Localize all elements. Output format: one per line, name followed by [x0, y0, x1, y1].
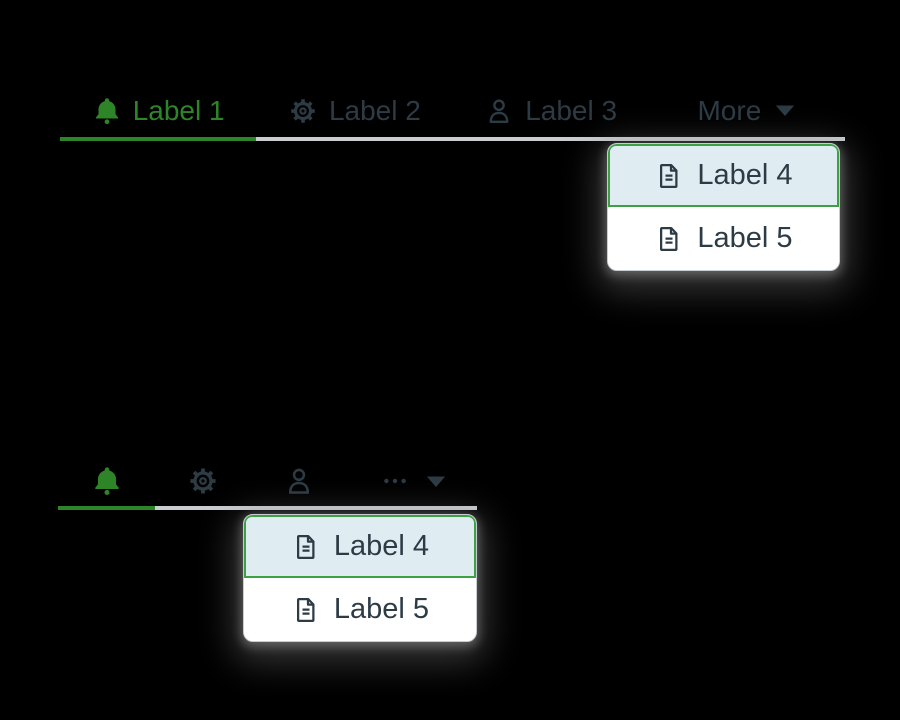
tab-divider — [58, 506, 477, 510]
document-icon — [291, 595, 321, 625]
tab-divider — [60, 137, 845, 141]
triangle-down-icon — [425, 473, 447, 490]
tab-list — [58, 456, 477, 506]
user-icon — [484, 96, 514, 126]
tabset-with-labels: Label 1 Label 2 Label 3 More — [60, 84, 845, 271]
menu-item-label: Label 5 — [333, 593, 430, 625]
tab-label-1[interactable]: Label 1 — [60, 84, 256, 137]
ellipsis-icon — [378, 469, 412, 493]
bell-icon — [91, 465, 123, 497]
tab-label-3[interactable]: Label 3 — [453, 84, 649, 137]
document-icon — [654, 161, 684, 191]
menu-item-label: Label 5 — [697, 222, 793, 254]
user-icon — [283, 465, 315, 497]
menu-item-label-5[interactable]: Label 5 — [244, 578, 476, 641]
document-icon — [654, 224, 684, 254]
more-tab-trigger[interactable]: More — [649, 84, 845, 137]
more-dropdown-menu: Label 4 Label 5 — [243, 514, 477, 642]
tab-icon-3[interactable] — [251, 456, 347, 506]
menu-item-label: Label 4 — [697, 159, 793, 191]
gear-icon — [187, 465, 219, 497]
tab-list: Label 1 Label 2 Label 3 More — [60, 84, 845, 137]
menu-item-label: Label 4 — [333, 530, 430, 562]
tab-label: Label 3 — [525, 94, 618, 126]
more-label: More — [697, 94, 762, 126]
menu-item-label-4[interactable]: Label 4 — [244, 515, 476, 578]
bell-icon — [92, 96, 122, 126]
selected-tab-underline — [58, 506, 155, 510]
menu-item-label-4[interactable]: Label 4 — [608, 144, 839, 207]
tab-icon-2[interactable] — [155, 456, 251, 506]
triangle-down-icon — [774, 102, 796, 119]
tab-icon-1[interactable] — [58, 456, 155, 506]
more-tab-trigger[interactable] — [347, 456, 477, 506]
tab-label: Label 2 — [328, 94, 421, 126]
document-icon — [291, 532, 321, 562]
gear-icon — [288, 96, 318, 126]
more-dropdown-menu: Label 4 Label 5 — [607, 143, 840, 271]
menu-item-label-5[interactable]: Label 5 — [608, 207, 839, 270]
tab-label-2[interactable]: Label 2 — [256, 84, 452, 137]
selected-tab-underline — [60, 137, 257, 141]
tab-label: Label 1 — [132, 94, 225, 126]
tabset-icons-only: Label 4 Label 5 — [58, 456, 477, 642]
